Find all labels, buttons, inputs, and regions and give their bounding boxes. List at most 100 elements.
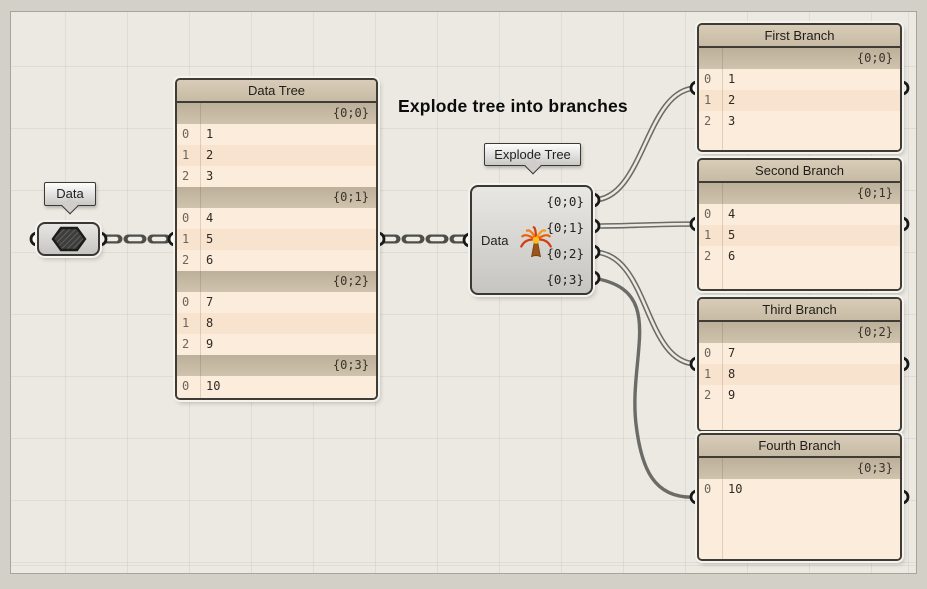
explode-output-label-1: {0;1} — [546, 220, 584, 235]
row-index: 2 — [182, 253, 190, 267]
explode-tree-icon — [520, 226, 552, 258]
row-index: 1 — [182, 316, 190, 330]
data-param-tooltip-label: Data — [56, 186, 84, 201]
data-param-tooltip: Data — [44, 182, 96, 215]
row-value: 2 — [728, 93, 736, 107]
row-value: 10 — [728, 482, 743, 496]
row-value: 4 — [206, 211, 214, 225]
row-index: 2 — [704, 388, 712, 402]
row-index: 2 — [182, 169, 190, 183]
row-index: 1 — [182, 148, 190, 162]
row-index: 1 — [704, 93, 712, 107]
row-index: 0 — [704, 72, 712, 86]
panel-title: Data Tree — [177, 80, 376, 103]
wire-explode-to-first-branch[interactable] — [590, 85, 700, 203]
row-index: 0 — [182, 211, 190, 225]
row-value: 6 — [728, 249, 736, 263]
row-value: 2 — [206, 148, 214, 162]
row-value: 8 — [728, 367, 736, 381]
explode-output-label-3: {0;3} — [546, 272, 584, 287]
branch-path-label: {0;1} — [177, 187, 376, 208]
row-value: 5 — [206, 232, 214, 246]
row-index: 1 — [704, 228, 712, 242]
panel-filler — [699, 406, 900, 430]
explode-output-label-2: {0;2} — [546, 246, 584, 261]
row-value: 9 — [206, 337, 214, 351]
branch-path-label: {0;3} — [699, 458, 900, 479]
panel-filler — [177, 397, 376, 398]
row-index: 0 — [704, 346, 712, 360]
canvas-comment-text[interactable]: Explode tree into branches — [398, 96, 628, 116]
row-index: 0 — [182, 295, 190, 309]
row-value: 3 — [206, 169, 214, 183]
panel-filler — [699, 267, 900, 289]
hexagon-data-icon — [51, 226, 86, 252]
branch-path-label: {0;1} — [699, 183, 900, 204]
row-index: 0 — [704, 482, 712, 496]
wire-explode-to-third-branch[interactable] — [590, 249, 700, 367]
wire-explode-to-fourth-branch[interactable] — [591, 276, 699, 499]
row-index: 0 — [182, 127, 190, 141]
row-value: 9 — [728, 388, 736, 402]
branch-path-label: {0;0} — [177, 103, 376, 124]
row-value: 7 — [206, 295, 214, 309]
branch-path-label: {0;2} — [699, 322, 900, 343]
row-value: 7 — [728, 346, 736, 360]
explode-tree-tooltip-label: Explode Tree — [494, 147, 571, 162]
branch-path-label: {0;0} — [699, 48, 900, 69]
row-value: 5 — [728, 228, 736, 242]
row-index: 2 — [704, 249, 712, 263]
row-value: 3 — [728, 114, 736, 128]
row-value: 1 — [728, 72, 736, 86]
data-row: 0 10 — [177, 376, 376, 397]
panel-title: Third Branch — [699, 299, 900, 322]
explode-tree-tooltip: Explode Tree — [484, 143, 581, 175]
data-row: 0 10 — [699, 479, 900, 500]
panel-title: First Branch — [699, 25, 900, 48]
panel-filler — [699, 132, 900, 150]
wire-explode-to-second-branch[interactable] — [590, 221, 700, 229]
row-value: 6 — [206, 253, 214, 267]
row-value: 8 — [206, 316, 214, 330]
row-value: 1 — [206, 127, 214, 141]
row-index: 0 — [182, 379, 190, 393]
panel-fourth-branch[interactable]: Fourth Branch{0;3} 0 10 — [697, 433, 902, 561]
row-value: 10 — [206, 379, 221, 393]
branch-path-label: {0;2} — [177, 271, 376, 292]
data-param-node[interactable] — [37, 222, 100, 256]
panel-title: Second Branch — [699, 160, 900, 183]
row-index: 2 — [704, 114, 712, 128]
explode-output-label-0: {0;0} — [546, 194, 584, 209]
branch-path-label: {0;3} — [177, 355, 376, 376]
row-index: 1 — [182, 232, 190, 246]
row-index: 1 — [704, 367, 712, 381]
row-index: 0 — [704, 207, 712, 221]
row-value: 4 — [728, 207, 736, 221]
explode-input-label: Data — [481, 233, 509, 248]
panel-title: Fourth Branch — [699, 435, 900, 458]
explode-tree-component[interactable]: Data {0;0} {0;1} {0;2} {0;3} — [470, 185, 593, 295]
row-index: 2 — [182, 337, 190, 351]
panel-filler — [699, 500, 900, 559]
